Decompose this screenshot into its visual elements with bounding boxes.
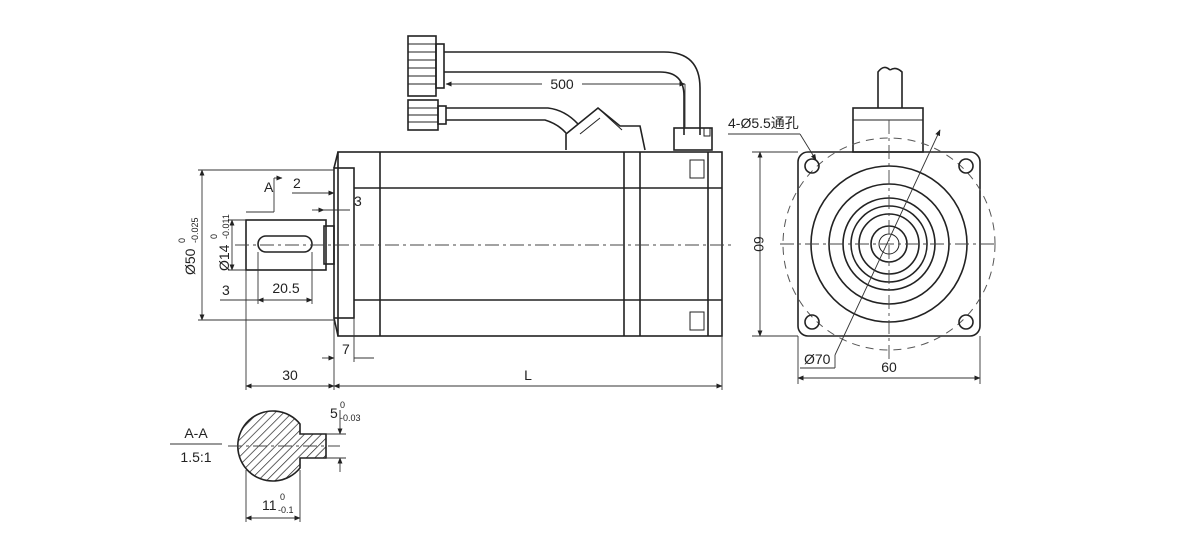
dim-shoulder: 3 bbox=[354, 193, 362, 209]
dim-body-length: L bbox=[524, 367, 532, 383]
hole-callout: 4-Ø5.5通孔 bbox=[728, 115, 799, 131]
dim-pilot-tol-lower: -0.025 bbox=[190, 217, 200, 243]
dim-key-offset: 3 bbox=[222, 282, 230, 298]
shaft-flat: 11 bbox=[262, 497, 277, 513]
dim-height: 60 bbox=[751, 236, 767, 252]
flat-tol-upper: 0 bbox=[280, 492, 285, 502]
section-scale: 1.5:1 bbox=[180, 449, 211, 465]
dim-flange-thickness: 7 bbox=[342, 341, 350, 357]
dim-shaft-length: 30 bbox=[282, 367, 298, 383]
end-view: 4-Ø5.5通孔 Ø70 60 60 bbox=[728, 66, 998, 384]
power-connector bbox=[407, 99, 447, 131]
key-width: 5 bbox=[330, 405, 338, 421]
flat-tol-lower: -0.1 bbox=[278, 505, 294, 515]
dim-shaft-tol-upper: 0 bbox=[209, 234, 219, 239]
encoder-connector bbox=[407, 35, 445, 97]
section-marker: A bbox=[264, 179, 274, 195]
motor-cables bbox=[444, 51, 713, 151]
side-view: 500 A 2 bbox=[177, 35, 735, 390]
dim-key-length: 20.5 bbox=[272, 280, 299, 296]
dim-pilot-tol-upper: 0 bbox=[177, 238, 187, 243]
dim-cable-length: 500 bbox=[550, 76, 574, 92]
dim-bolt-circle: Ø70 bbox=[804, 351, 831, 367]
key-tol-upper: 0 bbox=[340, 400, 345, 410]
dim-shaft-tol-lower: -0.011 bbox=[221, 214, 231, 239]
dim-width: 60 bbox=[881, 359, 897, 375]
motor-body bbox=[323, 151, 723, 337]
dim-shaft-dia: Ø14 bbox=[216, 244, 232, 271]
section-view: A-A 1.5:1 5 0 -0.03 11 0 -0.1 bbox=[170, 400, 361, 522]
section-label: A-A bbox=[184, 425, 208, 441]
dim-pilot-dia: Ø50 bbox=[182, 248, 198, 275]
dim-flange-step: 2 bbox=[293, 175, 301, 191]
key-tol-lower: -0.03 bbox=[340, 413, 361, 423]
